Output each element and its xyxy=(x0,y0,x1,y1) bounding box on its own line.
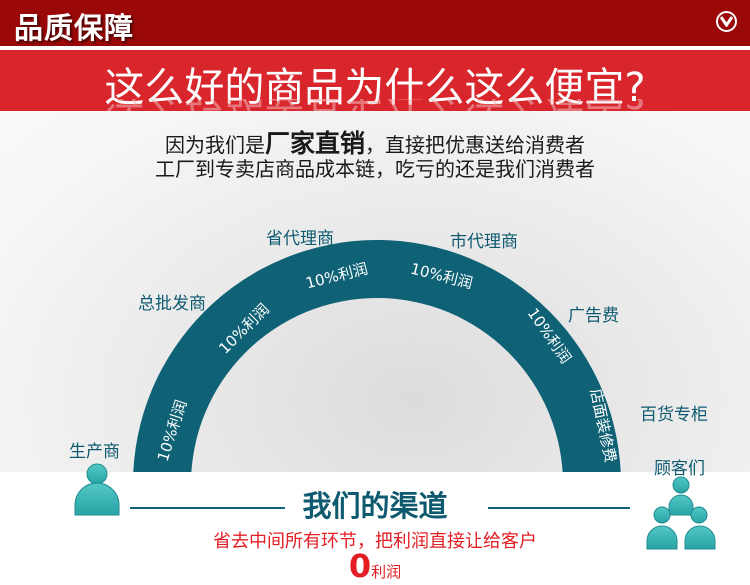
label-department-store: 百货专柜 xyxy=(640,405,708,425)
label-city-agent: 市代理商 xyxy=(450,232,518,252)
label-advertising: 广告费 xyxy=(568,306,619,326)
label-wholesaler: 总批发商 xyxy=(138,294,206,314)
divider-left xyxy=(130,507,285,509)
zero-profit: 0利润 xyxy=(0,547,750,585)
section-title: 品质保障 xyxy=(14,11,135,45)
zero-text: 利润 xyxy=(371,563,402,581)
header-bar: 品质保障 xyxy=(0,0,750,46)
headline-banner xyxy=(0,50,750,111)
footer-area xyxy=(0,472,750,585)
intro-line-1: 因为我们是厂家直销，直接把优惠送给消费者 xyxy=(164,129,585,158)
label-producer: 生产商 xyxy=(69,442,120,462)
save-statement: 省去中间所有环节，把利润直接让给客户 xyxy=(213,531,537,552)
intro-line-2: 工厂到专卖店商品成本链，吃亏的还是我们消费者 xyxy=(155,157,595,181)
chevron-down-circle-icon[interactable] xyxy=(716,11,737,32)
intro-emphasis: 厂家直销 xyxy=(264,129,365,158)
divider-right xyxy=(488,507,630,509)
people-group-icon xyxy=(646,476,716,550)
zero-number: 0 xyxy=(348,547,372,585)
headline: 这么好的商品为什么这么便宜? xyxy=(104,65,646,111)
label-provincial-agent: 省代理商 xyxy=(266,229,334,249)
person-icon xyxy=(74,463,120,516)
label-customers: 顾客们 xyxy=(654,459,705,479)
channel-title: 我们的渠道 xyxy=(302,489,448,523)
